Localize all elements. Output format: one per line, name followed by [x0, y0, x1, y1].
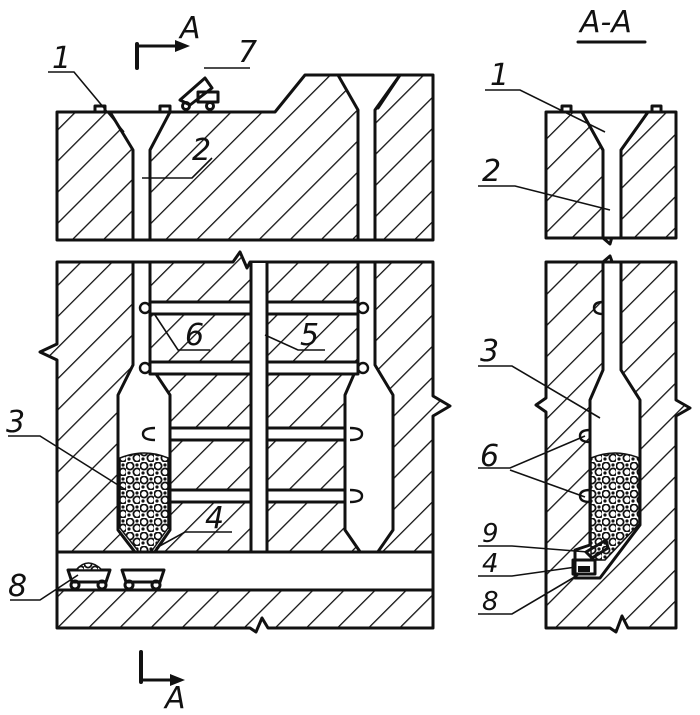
section-label-2: 2 — [482, 154, 501, 189]
vertical-passage-5-front — [252, 263, 266, 551]
label-4: 4 — [205, 501, 224, 536]
surface-equipment-7 — [178, 76, 220, 111]
section-label-4: 4 — [482, 549, 499, 579]
section-label-1: 1 — [490, 58, 509, 93]
drift-fitting — [138, 361, 152, 375]
drift-fitting — [141, 426, 156, 442]
haulage-drift — [55, 550, 435, 592]
label-8: 8 — [8, 569, 27, 604]
drift-fitting — [356, 361, 370, 375]
drift-fitting — [349, 488, 364, 504]
surface-marker — [158, 104, 172, 114]
section-label-6: 6 — [480, 439, 499, 474]
section-mark-bottom — [139, 650, 185, 686]
main-view: A A 1 2 7 6 5 3 4 8 — [6, 11, 452, 715]
loading-chute-9 — [584, 538, 610, 560]
drift-fitting — [356, 301, 370, 315]
broken-ore — [119, 452, 169, 553]
drift-fitting — [349, 426, 364, 442]
section-view: A-A 1 2 3 — [478, 5, 692, 634]
section-label-8: 8 — [482, 587, 499, 617]
section-label-3: 3 — [480, 334, 499, 369]
label-6: 6 — [185, 318, 204, 353]
section-broken-ore — [590, 452, 640, 561]
section-shaft-upper — [580, 110, 650, 240]
drift-fitting — [138, 301, 152, 315]
section-label-9: 9 — [482, 519, 499, 549]
section-title: A-A — [578, 5, 632, 40]
label-2: 2 — [192, 133, 211, 168]
section-mark-bottom-letter: A — [163, 681, 186, 715]
mine-car — [66, 562, 112, 591]
section-mark-top — [135, 40, 190, 70]
label-1: 1 — [52, 41, 71, 76]
mine-car — [120, 568, 166, 591]
label-7: 7 — [238, 35, 257, 70]
label-5: 5 — [300, 318, 319, 353]
right-shaft-upper — [336, 73, 402, 242]
section-mark-top-letter: A — [178, 11, 201, 46]
bottom-rock-block — [55, 588, 435, 634]
label-3: 3 — [6, 405, 25, 440]
